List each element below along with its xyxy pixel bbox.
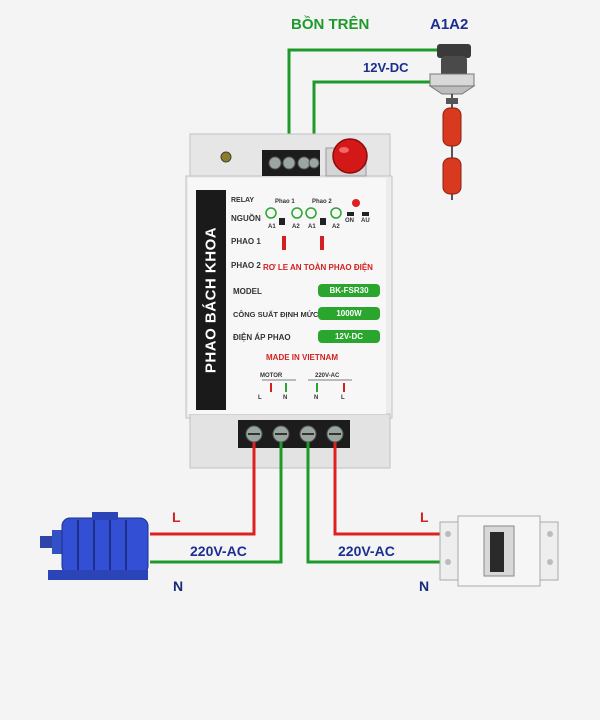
float1-small-label: Phao 1 [275, 199, 295, 205]
on-label: ON [345, 218, 354, 224]
circuit-breaker-icon [439, 515, 559, 587]
motor-l-label: L [258, 395, 262, 401]
right-neutral-label: N [419, 578, 430, 594]
left-neutral-label: N [173, 578, 184, 594]
panel-schematic [262, 199, 369, 392]
float1-a1-label: A1 [268, 224, 276, 230]
right-live-label: L [420, 509, 429, 525]
float-voltage-label: ĐIỆN ÁP PHAO [233, 333, 291, 342]
brand-strip: PHAO BÁCH KHOA [196, 190, 226, 410]
power-led-label: NGUỒN [231, 214, 261, 223]
red-test-button-icon [325, 138, 368, 177]
motor-n-label: N [283, 395, 288, 401]
model-label: MODEL [233, 287, 262, 296]
product-title: RƠ LE AN TOÀN PHAO ĐIỆN [263, 263, 373, 272]
power-wires [150, 442, 440, 564]
float-model-label: A1A2 [430, 16, 469, 33]
right-ac-label: 220V-AC [338, 543, 395, 559]
float2-a1-label: A1 [308, 224, 316, 230]
left-live-label: L [172, 509, 181, 525]
float-switch-icon [428, 44, 476, 200]
float-voltage-value: 12V-DC [318, 330, 380, 343]
left-ac-label: 220V-AC [190, 543, 247, 559]
relay-led-label: RELAY [231, 197, 255, 204]
motor-terminal-label: MOTOR [260, 373, 283, 379]
ac-n-label: N [314, 395, 319, 401]
float2-a2-label: A2 [332, 224, 340, 230]
float2-led-label: PHAO 2 [231, 261, 261, 270]
dc-voltage-label: 12V-DC [363, 60, 409, 75]
tank-label: BỒN TRÊN [291, 16, 370, 33]
float2-small-label: Phao 2 [312, 199, 332, 205]
motor-icon [40, 512, 149, 580]
top-terminal-block [220, 150, 320, 176]
float1-a2-label: A2 [292, 224, 300, 230]
float1-led-label: PHAO 1 [231, 237, 261, 246]
float-wires [287, 48, 450, 158]
ac-l-label: L [341, 395, 345, 401]
model-value: BK-FSR30 [318, 284, 380, 297]
au-label: AU [361, 218, 370, 224]
power-rating-label: CÔNG SUẤT ĐỊNH MỨC [233, 310, 319, 319]
made-in-label: MADE IN VIETNAM [266, 353, 338, 362]
brand-name: PHAO BÁCH KHOA [202, 226, 220, 374]
power-rating-value: 1000W [318, 307, 380, 320]
ac-terminal-label: 220V-AC [315, 373, 340, 379]
